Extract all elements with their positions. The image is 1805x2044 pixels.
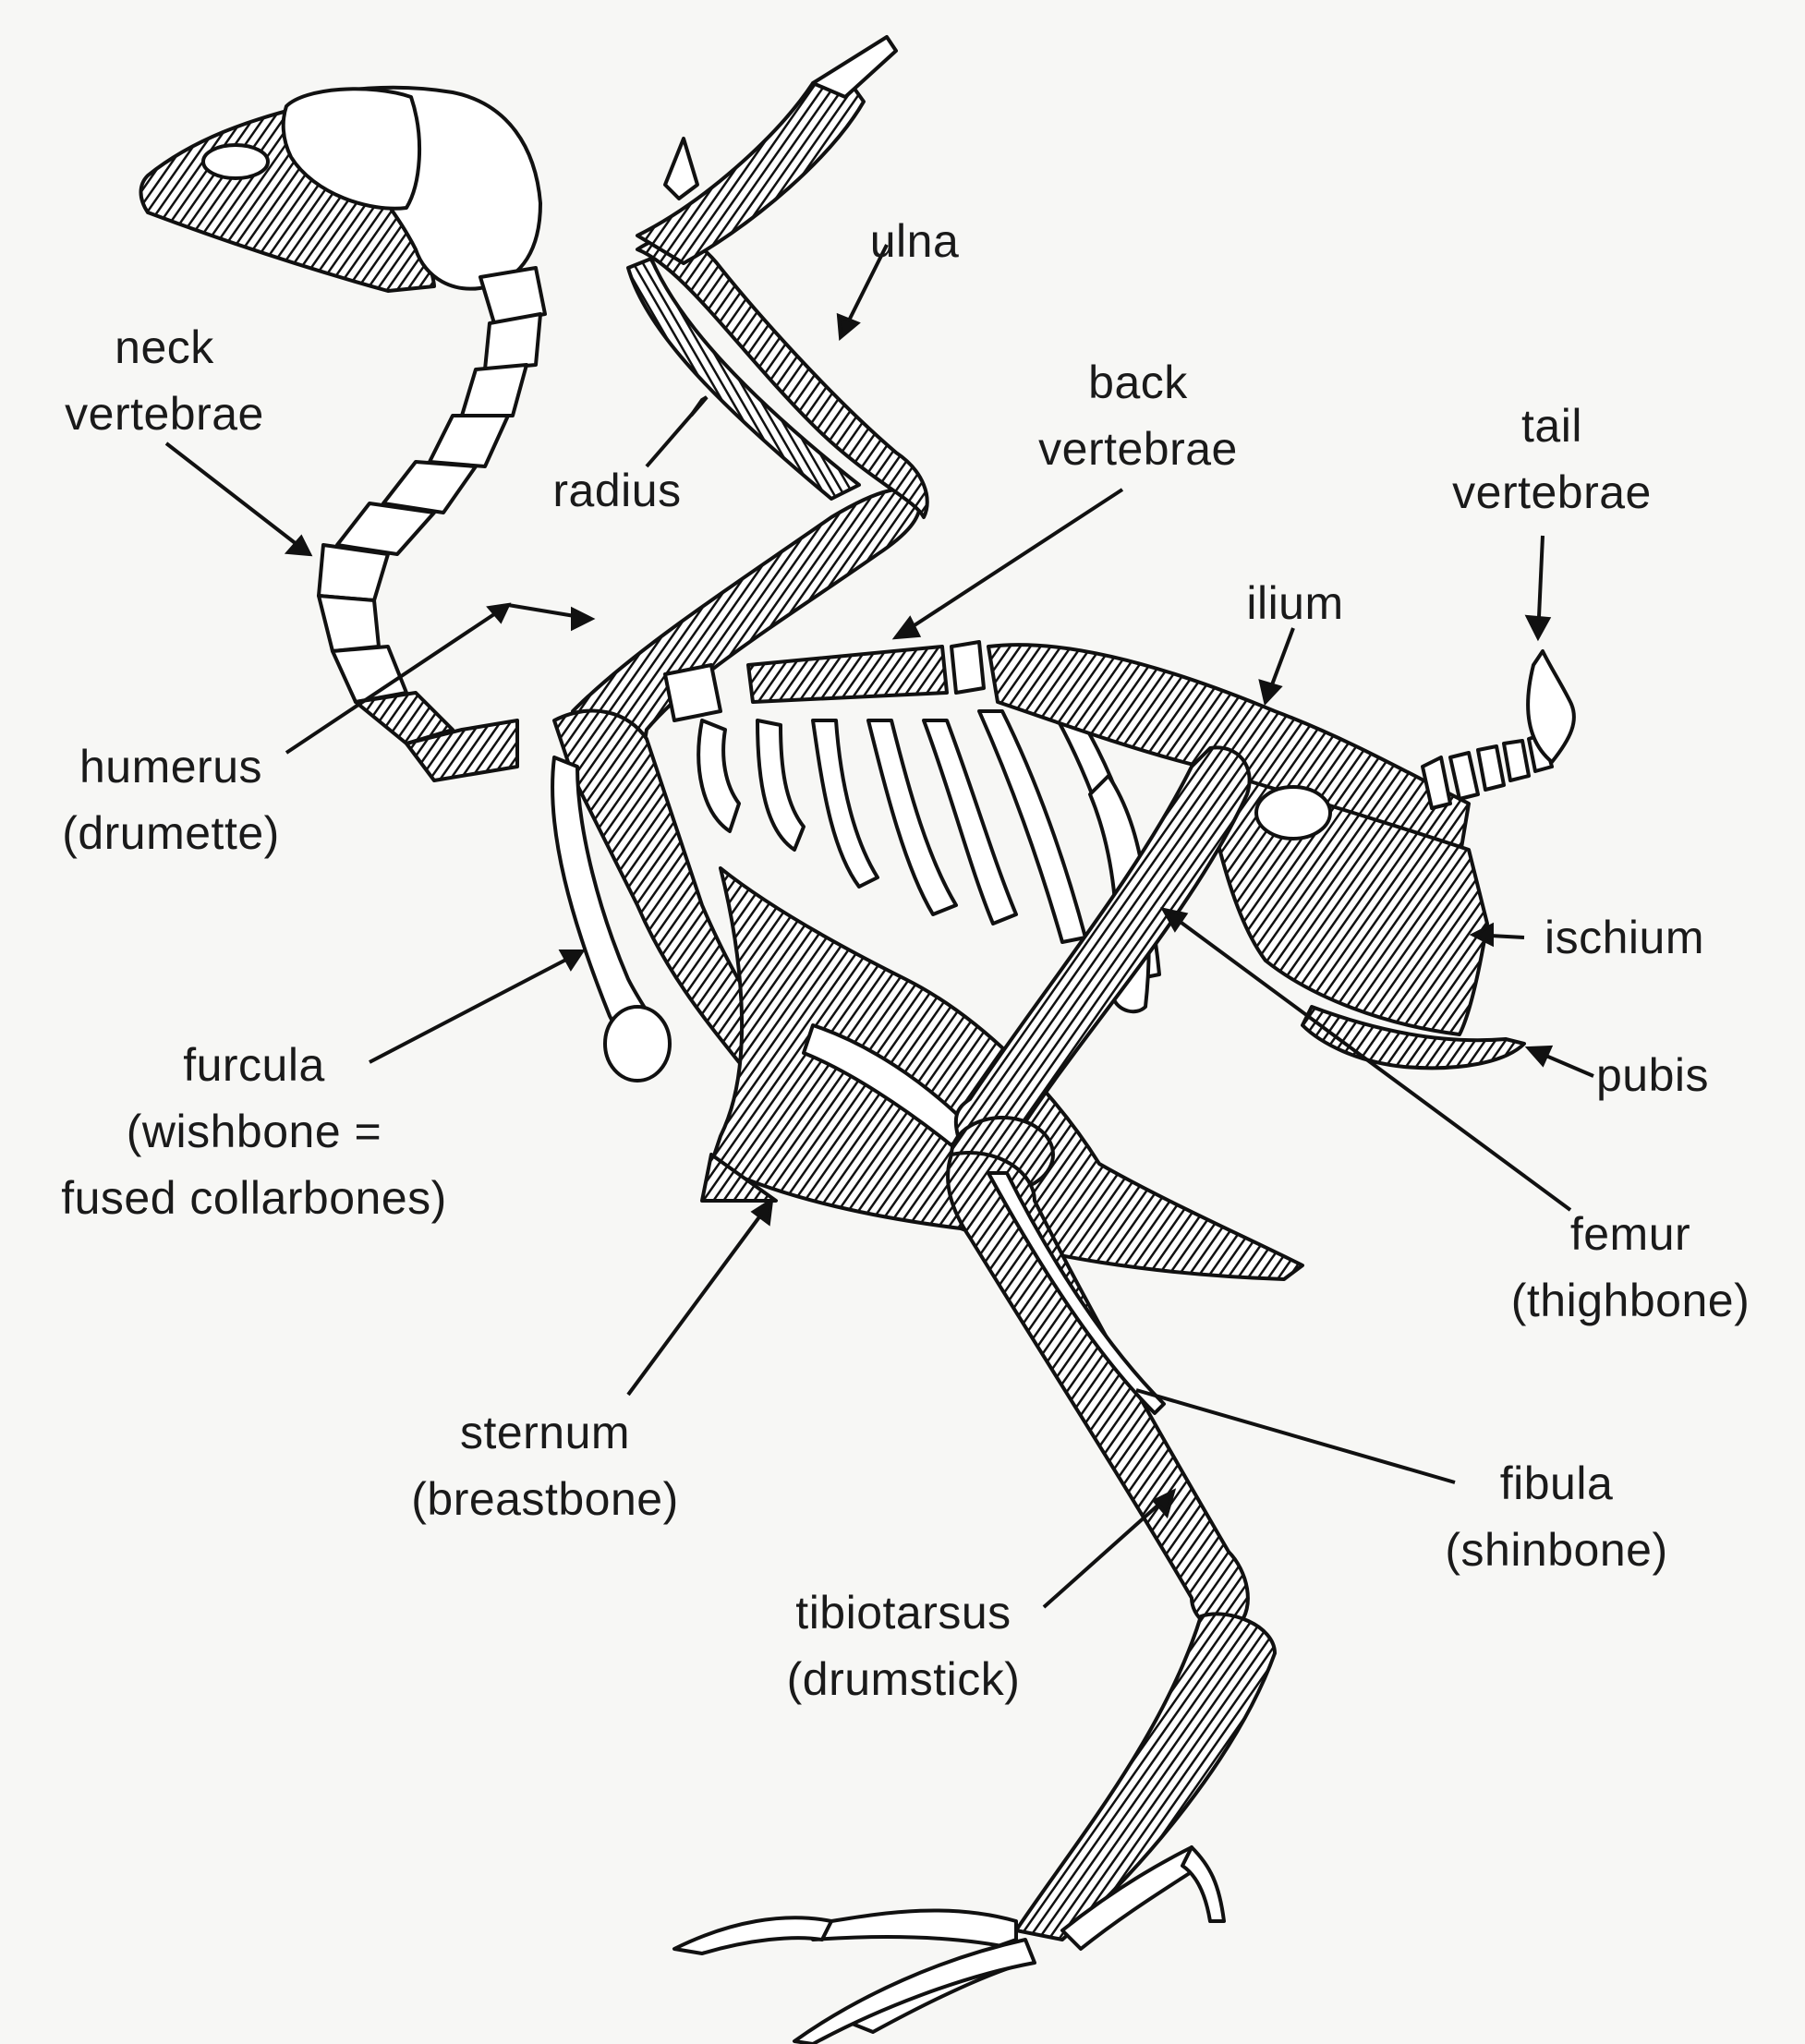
- label-ilium: ilium: [1246, 577, 1344, 629]
- label-humerus: humerus (drumette): [62, 741, 280, 859]
- label-pubis: pubis: [1596, 1049, 1710, 1101]
- skull: [139, 85, 542, 293]
- leader-lines: [164, 244, 1594, 1609]
- label-tibiotarsus: tibiotarsus (drumstick): [786, 1587, 1021, 1705]
- label-fibula: fibula (shinbone): [1445, 1457, 1668, 1576]
- label-tail-vertebrae: tail vertebrae: [1452, 400, 1652, 518]
- radius-bone: [626, 257, 861, 501]
- label-sternum: sternum (breastbone): [411, 1407, 679, 1525]
- neck-vertebrae: [317, 266, 547, 782]
- label-femur: femur (thighbone): [1510, 1208, 1750, 1326]
- toes: [672, 1845, 1226, 2044]
- label-neck-vertebrae: neck vertebrae: [65, 321, 264, 440]
- radius-ulna-bones: [636, 236, 929, 519]
- fibula-bone: [987, 1171, 1166, 1415]
- label-ischium: ischium: [1545, 912, 1704, 963]
- back-vertebrae-bone: [746, 645, 949, 704]
- label-ulna: ulna: [869, 215, 960, 267]
- label-radius: radius: [552, 465, 682, 516]
- label-furcula: furcula (wishbone = fused collarbones): [61, 1039, 447, 1224]
- tail-vertebrae: [1421, 649, 1576, 810]
- tarsometatarsus-bone: [1014, 1612, 1277, 1941]
- label-back-vertebrae: back vertebrae: [1038, 357, 1238, 475]
